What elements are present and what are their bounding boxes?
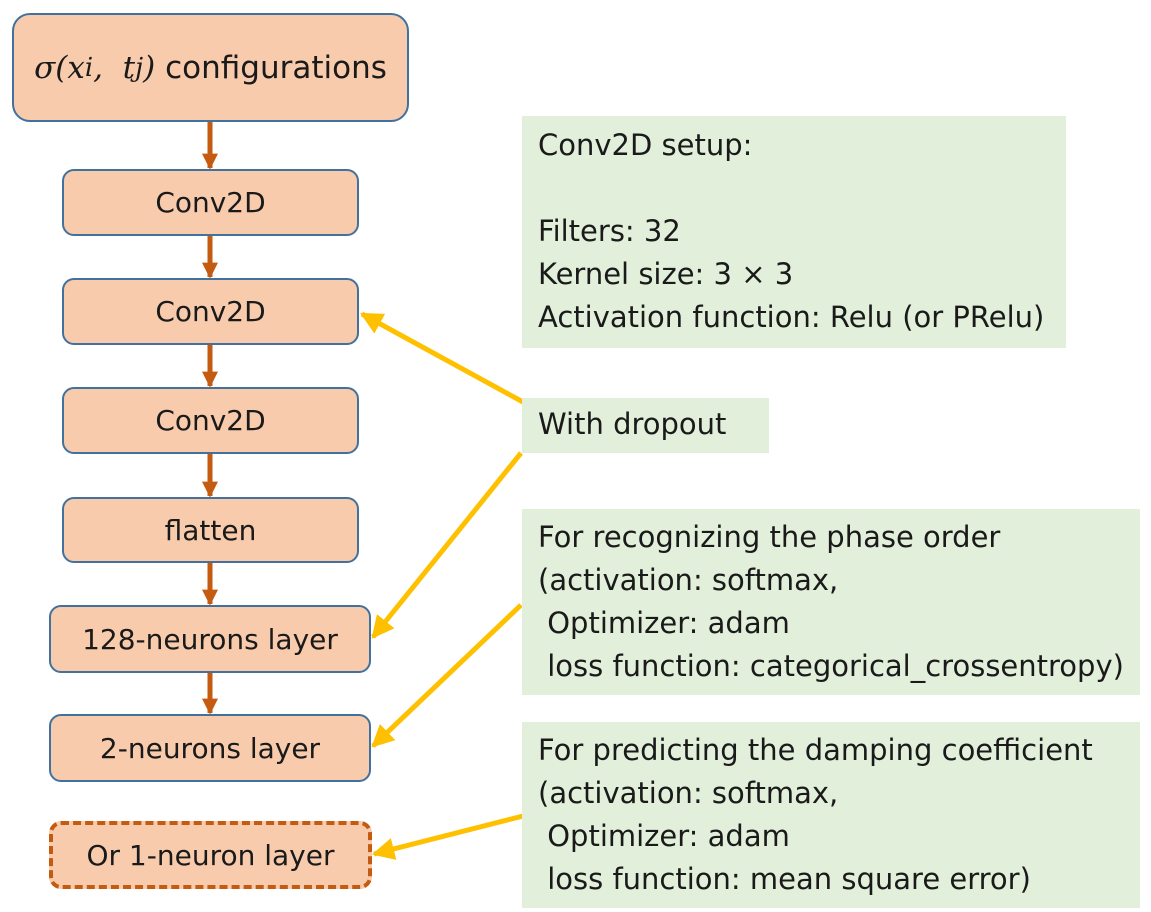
damping-activation: (activation: softmax,: [538, 776, 839, 810]
conv2d-layer-2-label: Conv2D: [155, 295, 266, 328]
damping-optimizer: Optimizer: adam: [538, 819, 790, 853]
phase-order-title: For recognizing the phase order: [538, 520, 1001, 554]
conv-setup-title: Conv2D setup:: [538, 128, 753, 162]
sigma-symbol: σ(: [34, 49, 68, 86]
dropout-label: With dropout: [538, 407, 727, 441]
phase-order-optimizer: Optimizer: adam: [538, 606, 790, 640]
t-variable: t: [122, 49, 136, 86]
dense-2-layer: 2-neurons layer: [49, 714, 371, 782]
dropout-note: With dropout: [522, 398, 769, 453]
pointer-arrow-phase-to-dense2: [371, 603, 523, 748]
separator: ,: [93, 49, 123, 86]
x-subscript: i: [84, 52, 94, 83]
conv-setup-activation: Activation function: Relu (or PRelu): [538, 300, 1045, 334]
dense-2-layer-label: 2-neurons layer: [99, 731, 321, 765]
dense-128-layer: 128-neurons layer: [49, 605, 371, 673]
close-paren: ): [143, 49, 156, 86]
pointer-arrow-dropout-to-dense128: [371, 451, 523, 639]
conv2d-layer-3-label: Conv2D: [155, 404, 266, 437]
phase-order-activation: (activation: softmax,: [538, 563, 839, 597]
damping-title: For predicting the damping coefficient: [538, 733, 1093, 767]
damping-note: For predicting the damping coefficient (…: [522, 722, 1140, 908]
phase-order-loss: loss function: categorical_crossentropy): [538, 649, 1124, 683]
pointer-arrow-damping-to-dense1: [371, 813, 524, 860]
dense-1-layer-alternative: Or 1-neuron layer: [49, 821, 372, 889]
phase-order-note: For recognizing the phase order (activat…: [522, 509, 1140, 695]
flatten-layer-label: flatten: [164, 513, 257, 547]
x-variable: x: [67, 49, 85, 86]
configurations-label: configurations: [155, 49, 387, 86]
conv-setup-kernel-size: Kernel size: 3 × 3: [538, 257, 794, 291]
conv2d-layer-1-label: Conv2D: [155, 186, 266, 219]
damping-loss: loss function: mean square error): [538, 862, 1031, 896]
conv2d-layer-1: Conv2D: [62, 169, 359, 236]
conv-setup-note: Conv2D setup: Filters: 32 Kernel size: 3…: [522, 116, 1066, 348]
flatten-layer: flatten: [62, 497, 359, 563]
t-subscript: j: [135, 52, 144, 83]
conv-setup-filters: Filters: 32: [538, 214, 681, 248]
dense-1-layer-label: Or 1-neuron layer: [86, 838, 335, 872]
dense-128-layer-label: 128-neurons layer: [82, 622, 338, 656]
conv-setup-spacer: [538, 167, 1050, 210]
pointer-arrow-dropout-to-conv2: [360, 311, 525, 405]
conv2d-layer-2: Conv2D: [62, 278, 359, 345]
conv2d-layer-3: Conv2D: [62, 387, 359, 454]
